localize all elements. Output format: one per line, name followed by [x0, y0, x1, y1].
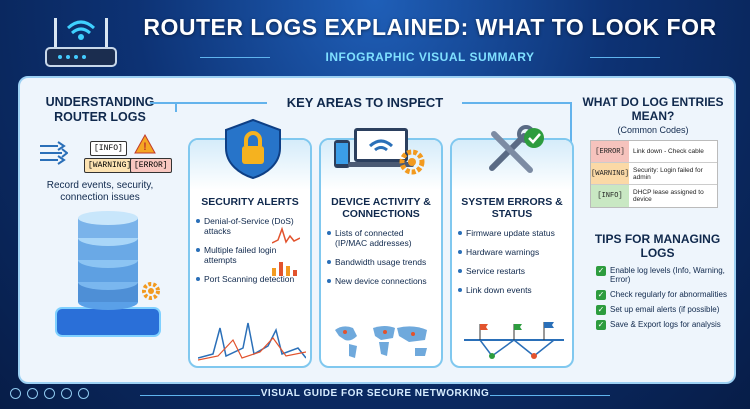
- log-codes-table: [ERROR] Link down - Check cable [WARNING…: [590, 140, 718, 208]
- page-title: ROUTER LOGS EXPLAINED: WHAT TO LOOK FOR: [143, 14, 717, 40]
- list-item: ✓Set up email alerts (if possible): [596, 305, 720, 315]
- list-item: ✓Enable log levels (Info, Warning, Error…: [596, 266, 725, 284]
- bar-chart-icon: [272, 262, 297, 276]
- world-map-graphic: [335, 326, 427, 358]
- list-item: Multiple failed login attempts: [196, 245, 304, 265]
- svg-text:!: !: [143, 141, 147, 153]
- list-item: Lists of connected (IP/MAC addresses): [327, 228, 435, 248]
- list-item: Firmware update status: [458, 228, 566, 238]
- list-item: Hardware warnings: [458, 247, 566, 257]
- activity-chart-graphic: [198, 322, 306, 361]
- warning-tag: [WARNING]: [84, 158, 136, 173]
- divider: [590, 57, 660, 58]
- code-desc: DHCP lease assigned to device: [633, 189, 704, 203]
- devices-wifi-icon: [334, 128, 425, 175]
- flow-arrows-icon: [40, 141, 68, 165]
- table-row: [WARNING] Security: Login failed for adm…: [591, 163, 717, 185]
- router-icon: [45, 18, 117, 67]
- check-icon: ✓: [596, 290, 606, 300]
- log-entries-subtitle: (Common Codes): [617, 125, 689, 135]
- wifi-icon: [10, 388, 21, 399]
- understanding-title: UNDERSTANDING ROUTER LOGS: [45, 95, 155, 124]
- error-tag: [ERROR]: [130, 158, 172, 173]
- check-icon: ✓: [596, 320, 606, 330]
- tips-list: ✓Enable log levels (Info, Warning, Error…: [596, 266, 731, 335]
- page-subtitle: INFOGRAPHIC VISUAL SUMMARY: [325, 50, 535, 64]
- bracket-left: [175, 102, 267, 112]
- globe-icon: [78, 388, 89, 399]
- shield-icon: [27, 388, 38, 399]
- key-areas-title: KEY AREAS TO INSPECT: [286, 95, 444, 110]
- code-desc: Security: Login failed for admin: [633, 166, 703, 181]
- check-icon: ✓: [596, 305, 606, 315]
- divider: [140, 395, 260, 396]
- status-flow-graphic: [464, 322, 564, 359]
- code-tag: [ERROR]: [591, 141, 629, 162]
- list-item: Bandwidth usage trends: [327, 257, 435, 267]
- warning-icon: !: [134, 134, 156, 154]
- spike-chart-icon: [272, 226, 300, 244]
- log-entries-title: WHAT DO LOG ENTRIES MEAN?: [582, 95, 724, 123]
- code-desc: Link down - Check cable: [633, 148, 704, 155]
- connector-line: [150, 102, 177, 104]
- footer-icons: [10, 388, 89, 399]
- table-row: [ERROR] Link down - Check cable: [591, 141, 717, 163]
- code-tag: [INFO]: [591, 185, 629, 207]
- server-icon: [55, 211, 161, 337]
- list-item: Denial-of-Service (DoS) attacks: [196, 216, 304, 236]
- card-title: DEVICE ACTIVITY & CONNECTIONS: [331, 196, 431, 220]
- understanding-text: Record events, security, connection issu…: [46, 180, 154, 203]
- tips-title: TIPS FOR MANAGING LOGS: [594, 232, 721, 260]
- table-row: [INFO] DHCP lease assigned to device: [591, 185, 717, 207]
- list-item: ✓Save & Export logs for analysis: [596, 320, 721, 330]
- code-tag: [WARNING]: [591, 163, 629, 184]
- list-item: Service restarts: [458, 266, 566, 276]
- divider: [490, 395, 610, 396]
- card-title: SECURITY ALERTS: [201, 196, 299, 208]
- tools-check-icon: [489, 125, 544, 173]
- shield-lock-icon: [225, 118, 281, 180]
- divider: [200, 57, 270, 58]
- card-title: SYSTEM ERRORS & STATUS: [461, 196, 563, 220]
- list-item: Link down events: [458, 285, 566, 295]
- list-item: ✓Check regularly for abnormalities: [596, 290, 727, 300]
- bracket-right: [462, 102, 572, 112]
- list-item: Port Scanning detection: [196, 274, 304, 284]
- check-icon: ✓: [596, 266, 606, 276]
- info-tag: [INFO]: [90, 141, 127, 156]
- lock-icon: [44, 388, 55, 399]
- list-item: New device connections: [327, 276, 435, 286]
- gear-icon: [142, 282, 160, 300]
- cloud-icon: [61, 388, 72, 399]
- footer-text: VISUAL GUIDE FOR SECURE NETWORKING: [260, 388, 490, 399]
